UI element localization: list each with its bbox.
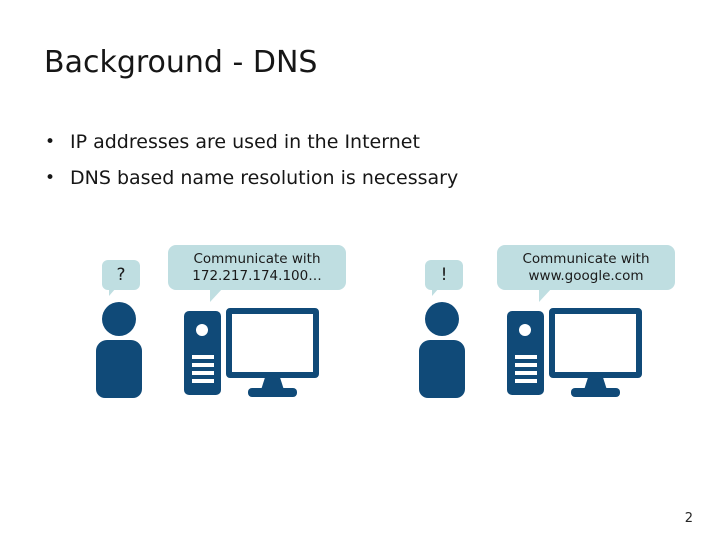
tower-slot <box>515 355 537 359</box>
person-head <box>102 302 136 336</box>
person-thought-text-left: ? <box>116 265 126 285</box>
person-icon-left <box>96 302 142 398</box>
monitor-screen <box>549 308 642 378</box>
power-button-icon <box>196 324 208 336</box>
person-thought-text-right: ! <box>440 265 448 285</box>
person-head <box>425 302 459 336</box>
speech-line-1: Communicate with <box>522 250 650 267</box>
tower-slot <box>515 371 537 375</box>
tower-slot <box>192 379 214 383</box>
bubble-tail <box>210 288 232 302</box>
bullet-item-2: • DNS based name resolution is necessary <box>42 165 662 201</box>
bullet-text-1: IP addresses are used in the Internet <box>70 131 420 153</box>
person-body <box>419 340 465 398</box>
tower-slot <box>515 363 537 367</box>
tower-slots <box>192 355 214 387</box>
speech-text-left: Communicate with 172.217.174.100… <box>168 245 346 290</box>
monitor-neck <box>261 377 284 390</box>
tower-slot <box>192 371 214 375</box>
speech-bubble-left: Communicate with 172.217.174.100… <box>168 245 346 302</box>
speech-text-right: Communicate with www.google.com <box>497 245 675 290</box>
bullet-list: • IP addresses are used in the Internet … <box>42 129 662 201</box>
bubble-body <box>168 245 346 290</box>
monitor-base <box>248 388 297 397</box>
person-body <box>96 340 142 398</box>
computer-icon-left <box>184 308 319 398</box>
bullet-text-2: DNS based name resolution is necessary <box>70 167 459 189</box>
tower-slots <box>515 355 537 387</box>
bullet-item-1: • IP addresses are used in the Internet <box>42 129 662 165</box>
speech-line-2: www.google.com <box>528 267 644 284</box>
speech-line-2: 172.217.174.100… <box>192 267 322 284</box>
person-thought-bubble-left: ? <box>102 260 140 296</box>
speech-line-1: Communicate with <box>193 250 321 267</box>
tower-slot <box>515 379 537 383</box>
bullet-marker-icon: • <box>45 132 56 152</box>
monitor-neck <box>584 377 607 390</box>
bullet-marker-icon: • <box>45 168 56 188</box>
speech-bubble-right: Communicate with www.google.com <box>497 245 675 302</box>
bubble-body <box>497 245 675 290</box>
desktop-tower-icon <box>507 311 544 395</box>
person-icon-right <box>419 302 465 398</box>
computer-icon-right <box>507 308 642 398</box>
power-button-icon <box>519 324 531 336</box>
desktop-tower-icon <box>184 311 221 395</box>
bubble-body <box>425 260 463 290</box>
monitor-icon <box>549 308 642 398</box>
monitor-screen <box>226 308 319 378</box>
tower-slot <box>192 363 214 367</box>
page-title: Background - DNS <box>44 45 318 80</box>
bubble-tail <box>539 288 561 302</box>
monitor-base <box>571 388 620 397</box>
tower-slot <box>192 355 214 359</box>
bubble-tail <box>432 288 443 296</box>
monitor-icon <box>226 308 319 398</box>
page-number: 2 <box>684 511 693 526</box>
person-thought-bubble-right: ! <box>425 260 463 296</box>
bubble-tail <box>109 288 120 296</box>
bubble-body <box>102 260 140 290</box>
